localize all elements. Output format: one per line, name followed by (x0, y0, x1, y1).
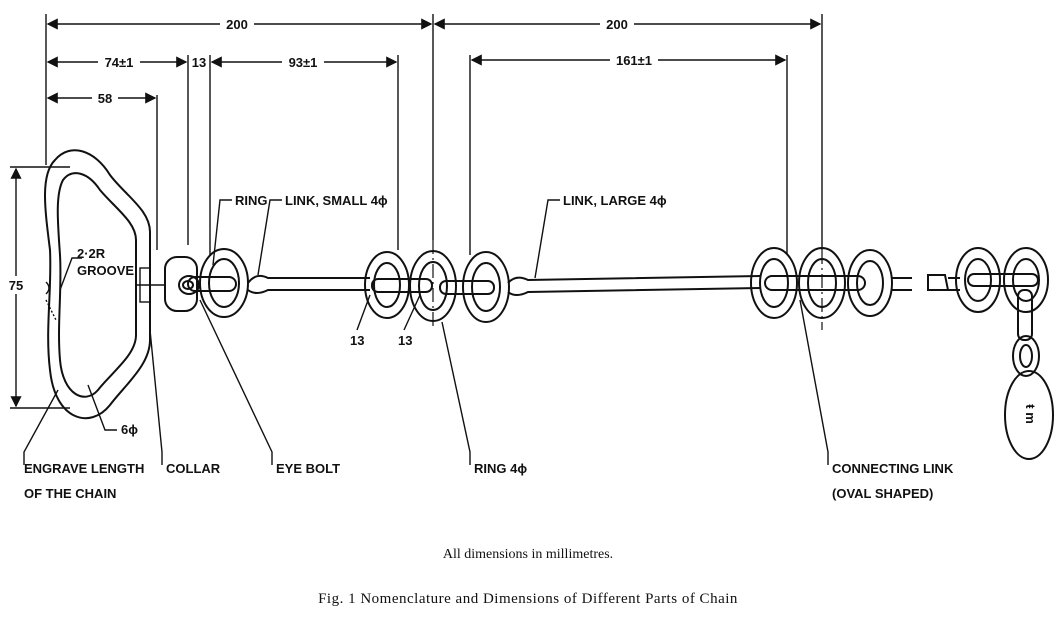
dim-overall-left: 200 (226, 17, 248, 32)
figure-caption: Fig. 1 Nomenclature and Dimensions of Di… (318, 591, 738, 607)
label-groove-size: 2·2R (77, 246, 106, 261)
chain-handle (44, 149, 165, 420)
dim-overall-right: 200 (606, 17, 628, 32)
label-connecting-link: CONNECTING LINK (832, 461, 954, 476)
dimension-lines: 200 200 74±1 13 93±1 161±1 58 75 (4, 14, 823, 409)
dim-handle-height: 75 (9, 278, 23, 293)
label-ring-4: RING 4ϕ (474, 461, 527, 476)
tag-mark: ŧ m (1023, 404, 1038, 424)
dim-small-link: 93±1 (289, 55, 318, 70)
label-oval-shaped: (OVAL SHAPED) (832, 486, 933, 501)
label-groove: GROOVE (77, 263, 134, 278)
label-ring: RING (235, 193, 268, 208)
dim-large-link: 161±1 (616, 53, 652, 68)
label-rod: 6ϕ (121, 422, 138, 437)
label-collar: COLLAR (166, 461, 221, 476)
labels: RING LINK, SMALL 4ϕ LINK, LARGE 4ϕ 2·2R … (24, 193, 954, 501)
label-eye-bolt: EYE BOLT (276, 461, 340, 476)
dim-handle-depth: 58 (98, 91, 112, 106)
leader-lines (23, 199, 829, 465)
dim-angle-b: 13 (398, 333, 412, 348)
eye-bolt (164, 256, 200, 312)
units-note: All dimensions in millimetres. (443, 547, 613, 562)
label-link-large: LINK, LARGE 4ϕ (563, 193, 667, 208)
label-engrave-2: OF THE CHAIN (24, 486, 116, 501)
label-engrave-1: ENGRAVE LENGTH (24, 461, 144, 476)
dim-bolt-to-ring: 74±1 (105, 55, 134, 70)
label-link-small: LINK, SMALL 4ϕ (285, 193, 388, 208)
dim-angle-a: 13 (350, 333, 364, 348)
chain-rings: ŧ m (187, 247, 1054, 460)
center-lines (432, 240, 823, 330)
dim-collar: 13 (192, 55, 206, 70)
